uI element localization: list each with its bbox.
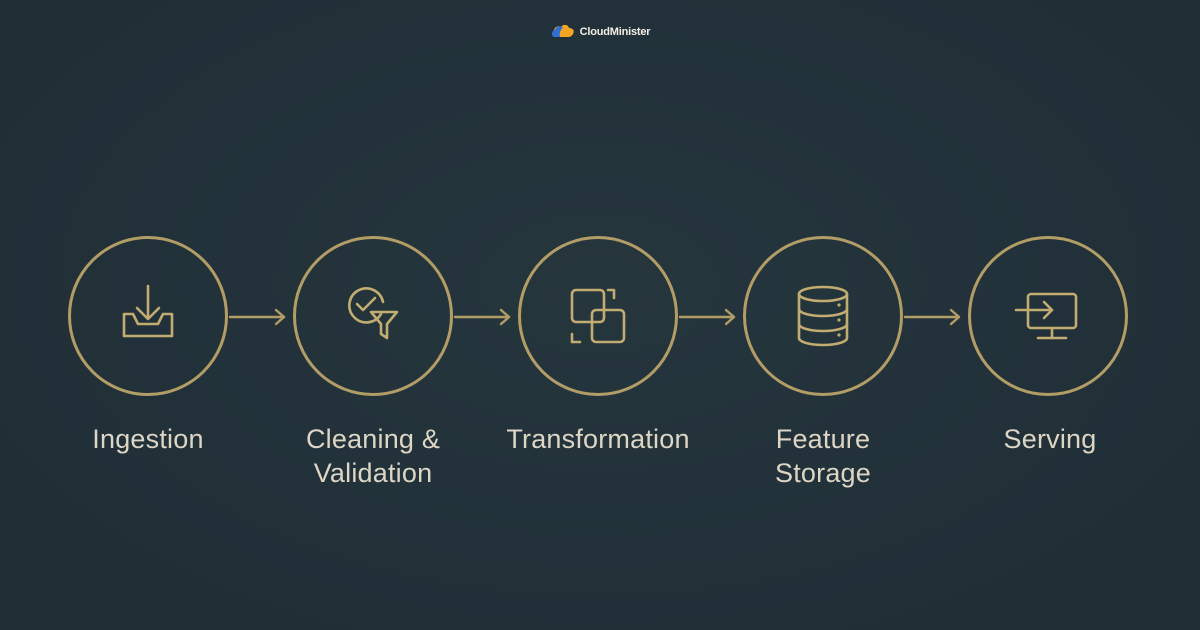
brand-name: CloudMinister [579,26,651,38]
database-icon [797,285,849,347]
overlapping-squares-icon [570,288,626,344]
step-label-line2: Validation [313,458,433,488]
download-tray-icon [122,284,174,338]
step-label-line1: Feature [775,424,871,454]
step-cleaning-label: Cleaning & Validation [263,422,483,490]
step-transformation-label: Transformation [488,422,708,456]
step-ingestion-label: Ingestion [38,422,258,456]
check-filter-icon [348,287,399,340]
step-feature-storage-label: Feature Storage [713,422,933,490]
step-label-line2: Storage [775,458,871,488]
step-label-line1: Cleaning & [305,424,441,454]
step-transformation-circle [518,236,678,396]
step-feature-storage-circle [743,236,903,396]
arrow-connector [228,308,286,326]
arrow-connector [453,308,511,326]
step-label-line1: Transformation [506,424,690,454]
step-label-line1: Serving [1003,424,1097,454]
step-label-line1: Ingestion [92,424,204,454]
step-ingestion-circle [68,236,228,396]
arrow-connector [903,308,961,326]
step-cleaning-circle [293,236,453,396]
step-serving-label: Serving [940,422,1160,456]
cloud-logo-icon [551,24,574,37]
brand-header: CloudMinister [0,22,1200,42]
step-serving-circle [968,236,1128,396]
arrow-connector [678,308,736,326]
monitor-arrow-icon [1014,292,1078,340]
